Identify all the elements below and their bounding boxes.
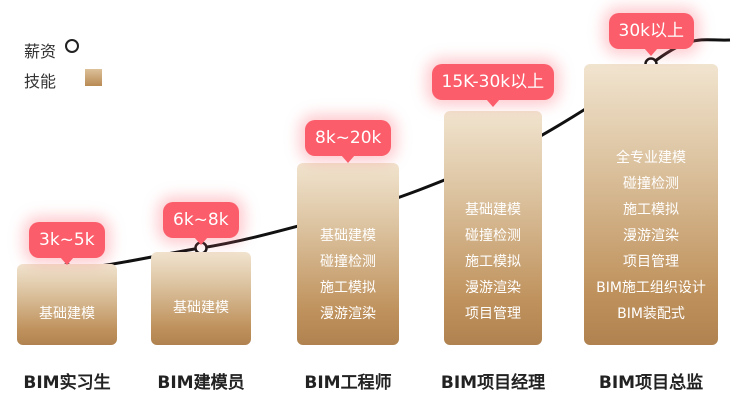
skill-item: 基础建模 bbox=[465, 202, 521, 218]
skill-legend-marker bbox=[85, 69, 102, 86]
skill-list: 基础建模碰撞检测施工模拟漫游渲染项目管理 bbox=[444, 197, 542, 327]
skill-legend-label: 技能 bbox=[24, 72, 57, 91]
skill-list: 基础建模 bbox=[151, 295, 251, 321]
skill-item: 漫游渲染 bbox=[320, 306, 376, 322]
category-label: BIM实习生 bbox=[23, 373, 111, 393]
skill-item: 施工模拟 bbox=[623, 202, 679, 218]
category-label: BIM项目经理 bbox=[440, 373, 546, 393]
category-label: BIM工程师 bbox=[304, 373, 392, 393]
skill-list: 全专业建模碰撞检测施工模拟漫游渲染项目管理 BIM施工组织设计 BIM装配式 bbox=[584, 145, 718, 327]
skill-bar: 基础建模碰撞检测施工模拟漫游渲染 bbox=[297, 163, 399, 345]
skill-item: 基础建模 bbox=[39, 305, 95, 322]
skill-item: 施工模拟 bbox=[320, 280, 376, 296]
skill-item: 施工模拟 bbox=[465, 254, 521, 270]
skill-list: 基础建模碰撞检测施工模拟漫游渲染 bbox=[297, 223, 399, 327]
skill-bar: 基础建模碰撞检测施工模拟漫游渲染项目管理 bbox=[444, 111, 542, 345]
skill-item: 项目管理 bbox=[465, 306, 521, 322]
skill-bar: 全专业建模碰撞检测施工模拟漫游渲染项目管理 BIM施工组织设计 BIM装配式 bbox=[584, 64, 718, 345]
skill-item: 碰撞检测 bbox=[320, 254, 376, 270]
skill-list: 基础建模 bbox=[17, 301, 117, 327]
salary-legend-label: 薪资 bbox=[24, 42, 57, 61]
salary-bubble: 3k~5k bbox=[29, 222, 105, 265]
skill-item: 项目管理 bbox=[623, 254, 679, 270]
skill-item: 碰撞检测 bbox=[465, 228, 521, 244]
skill-item: 基础建模 bbox=[173, 299, 229, 316]
skill-item: 基础建模 bbox=[320, 228, 376, 244]
skill-bar: 基础建模 bbox=[17, 264, 117, 345]
skill-item: BIM施工组织设计 bbox=[596, 280, 706, 296]
salary-bubble: 15K-30k以上 bbox=[431, 64, 555, 107]
skill-item: 漫游渲染 bbox=[465, 280, 521, 296]
salary-legend-marker bbox=[65, 39, 79, 53]
skill-item: 碰撞检测 bbox=[623, 176, 679, 192]
salary-bubble: 30k以上 bbox=[608, 13, 694, 56]
category-label: BIM建模员 bbox=[157, 373, 245, 393]
salary-bubble: 8k~20k bbox=[305, 120, 392, 163]
salary-bubble: 6k~8k bbox=[163, 202, 239, 245]
skill-item: 漫游渲染 bbox=[623, 228, 679, 244]
skill-bar: 基础建模 bbox=[151, 252, 251, 345]
category-label: BIM项目总监 bbox=[598, 373, 704, 393]
skill-item: BIM装配式 bbox=[617, 306, 685, 322]
skill-item: 全专业建模 bbox=[616, 150, 686, 166]
